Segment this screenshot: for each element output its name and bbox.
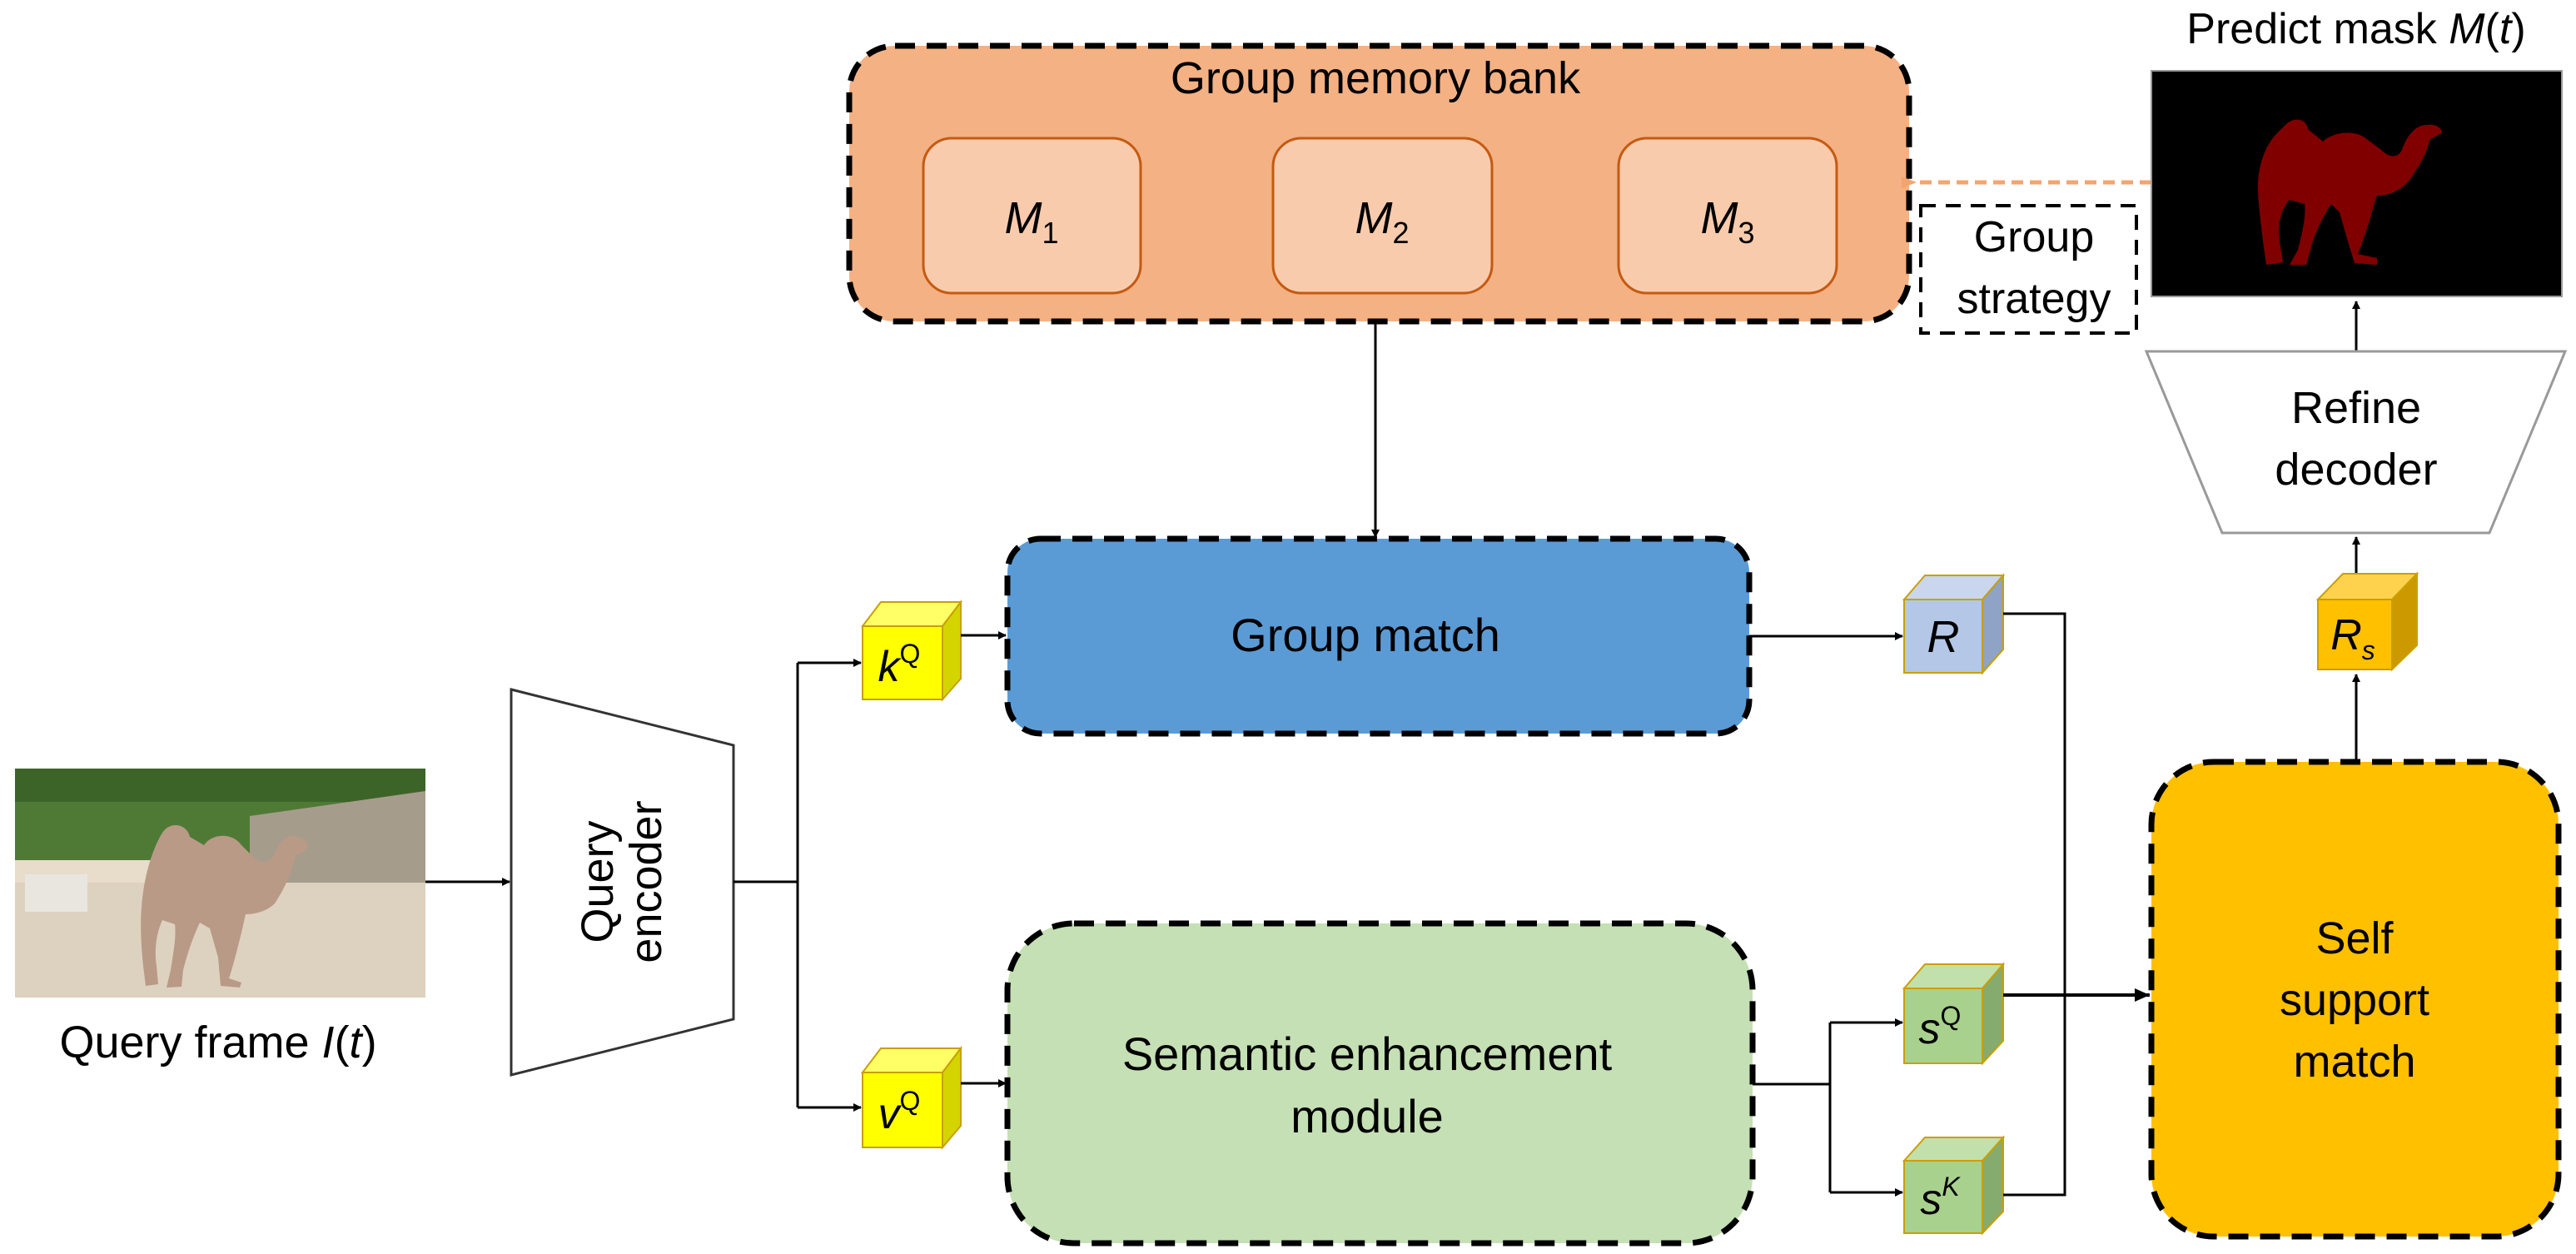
vq-cube: vQ [860,1046,963,1150]
semantic-line1: Semantic enhancement [1122,1028,1613,1080]
refine-decoder-line2: decoder [2275,445,2437,495]
encoder-split-connector [734,659,862,1112]
camel-mask-silhouette [2258,119,2442,265]
memory-slot-3: M3 [1617,137,1838,295]
svg-text:kQ: kQ [878,639,921,691]
group-strategy-line2: strategy [1957,275,2111,323]
query-frame-label: Query frame I(t) [59,1018,376,1067]
svg-text:M3: M3 [1700,193,1754,250]
group-strategy-box: Group strategy [1919,204,2138,335]
semantic-split-connector [1753,1018,1903,1197]
sq-cube: sQ [1902,962,2006,1066]
svg-text:M1: M1 [1004,193,1058,250]
self-support-match: Self support match [2148,759,2562,1240]
r-cube: R [1902,573,2006,675]
memory-slot-2: M2 [1271,137,1494,295]
memory-bank: Group memory bank M1 M2 M3 [846,42,1912,325]
self-support-line3: match [2293,1037,2415,1087]
svg-text:Rs: Rs [2330,611,2375,665]
refine-decoder-line1: Refine [2291,383,2421,433]
svg-text:vQ: vQ [878,1086,921,1138]
rs-cube: Rs [2315,571,2419,672]
query-encoder: Query encoder [510,688,735,1077]
query-encoder-line2: encoder [621,800,671,963]
predict-mask-title: Predict mask M(t) [2186,5,2525,53]
query-frame-image [15,769,425,998]
svg-text:sQ: sQ [1919,1001,1962,1053]
group-match-label: Group match [1231,609,1500,661]
semantic-enhancement-module: Semantic enhancement module [1004,920,1756,1247]
svg-text:sK: sK [1920,1172,1961,1224]
memory-slot-1: M1 [922,137,1142,295]
query-encoder-line1: Query [573,820,623,943]
camel-photo [141,824,308,988]
memory-bank-title: Group memory bank [1171,53,1581,103]
svg-text:M2: M2 [1355,193,1409,250]
sk-cube: sK [1902,1135,2006,1236]
self-support-line1: Self [2315,913,2394,963]
kq-cube: kQ [860,600,963,702]
group-strategy-line1: Group [1974,213,2095,261]
merge-connector [2003,612,2150,1197]
refine-decoder: Refine decoder [2144,350,2568,535]
semantic-line2: module [1290,1090,1444,1142]
svg-text:R: R [1927,612,1960,662]
self-support-line2: support [2280,975,2429,1025]
group-match: Group match [1004,535,1753,737]
predict-mask-image [2151,70,2563,297]
